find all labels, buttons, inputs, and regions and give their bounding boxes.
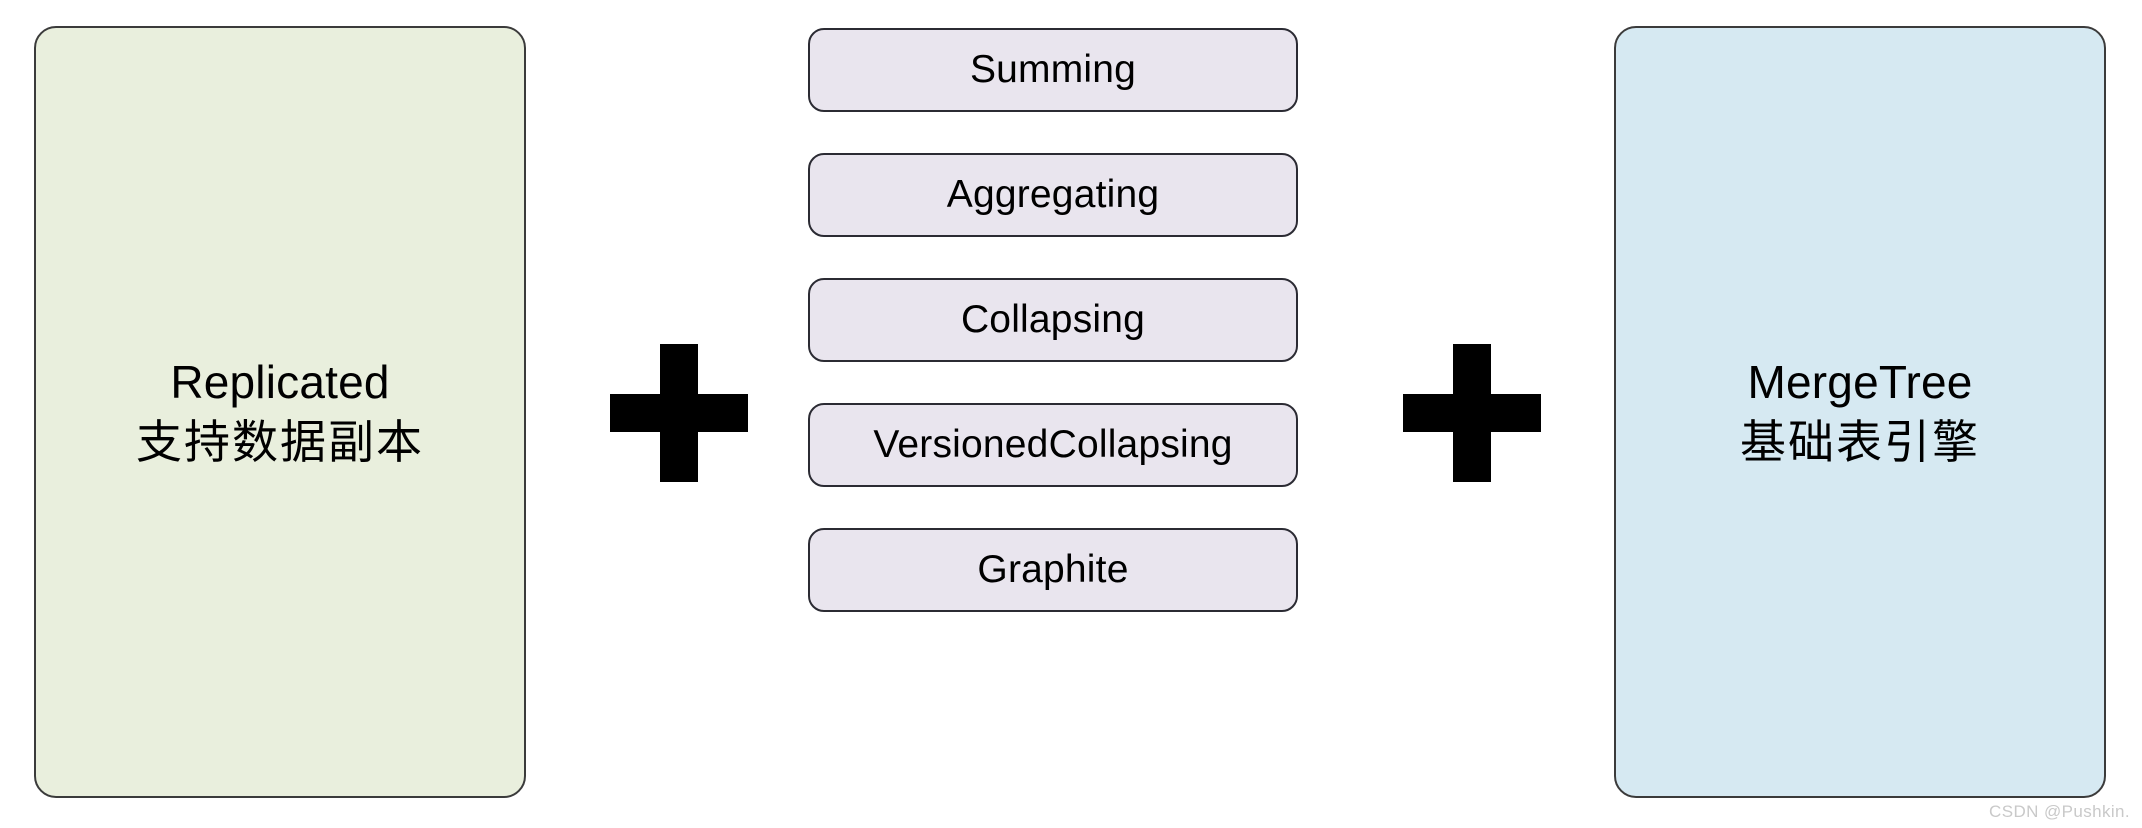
plus-icon-right <box>1403 344 1541 482</box>
card-replicated-title: Replicated <box>170 355 390 408</box>
plus-icon-left-vertical-bar <box>660 344 698 482</box>
card-mergetree-subtitle: 基础表引擎 <box>1740 416 1980 468</box>
watermark: CSDN @Pushkin. <box>1989 802 2130 821</box>
plus-icon-left <box>610 344 748 482</box>
option-summing[interactable]: Summing <box>808 28 1298 112</box>
option-collapsing[interactable]: Collapsing <box>808 278 1298 362</box>
option-graphite[interactable]: Graphite <box>808 528 1298 612</box>
card-mergetree: MergeTree 基础表引擎 <box>1614 26 2106 798</box>
card-replicated: Replicated 支持数据副本 <box>34 26 526 798</box>
card-mergetree-title: MergeTree <box>1747 355 1973 408</box>
option-versionedcollapsing[interactable]: VersionedCollapsing <box>808 403 1298 487</box>
option-aggregating[interactable]: Aggregating <box>808 153 1298 237</box>
card-replicated-subtitle: 支持数据副本 <box>136 416 424 468</box>
plus-icon-right-vertical-bar <box>1453 344 1491 482</box>
